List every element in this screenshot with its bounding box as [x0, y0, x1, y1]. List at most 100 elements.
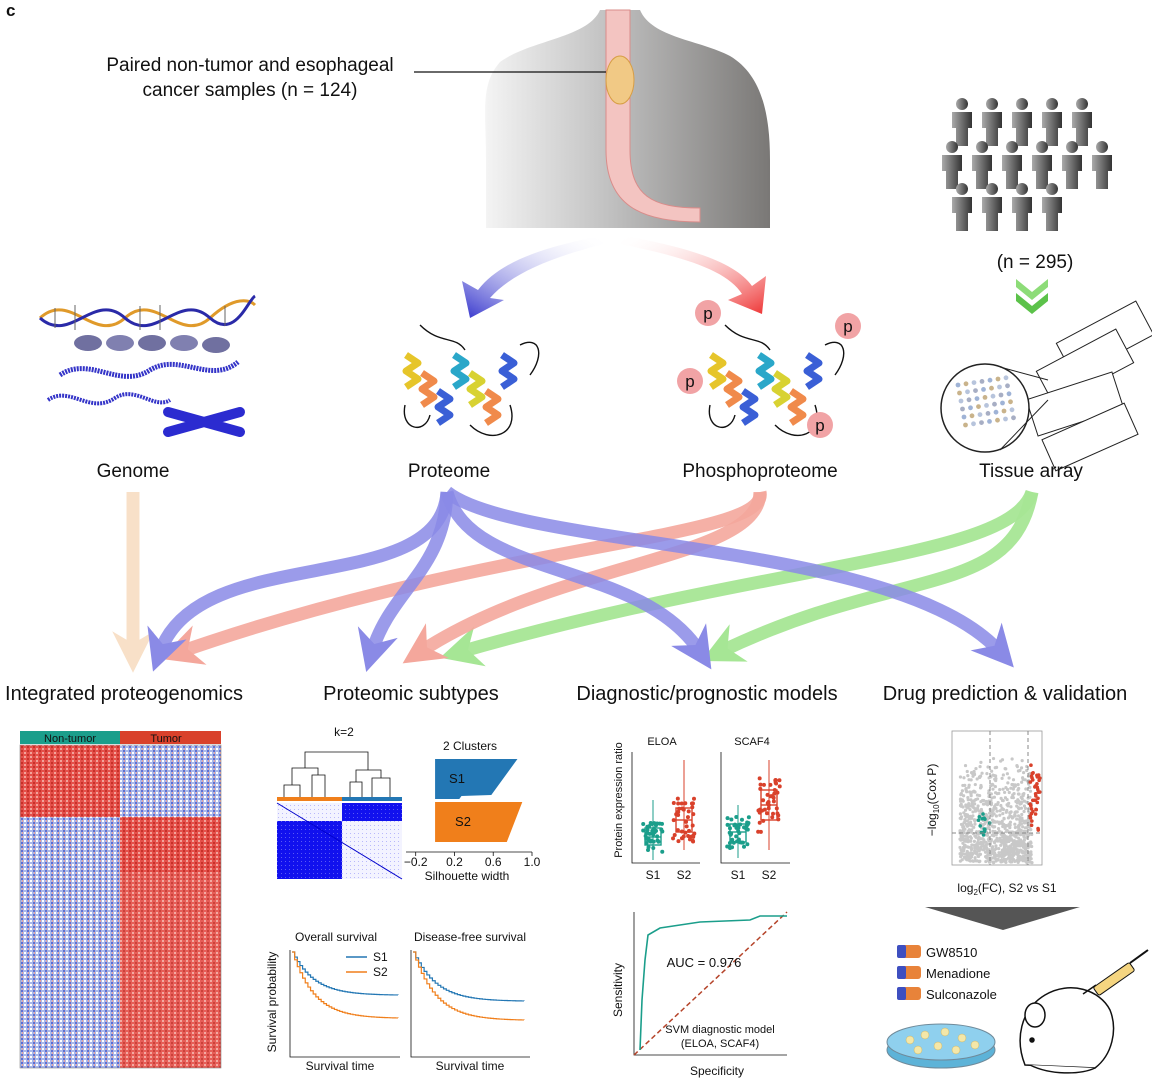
silhouette-ticks: −0.2 0.2 0.6 1.0	[404, 852, 541, 869]
svg-text:p: p	[685, 372, 694, 391]
roc-auc: AUC = 0.976	[667, 955, 742, 970]
title-drug-prediction: Drug prediction & validation	[883, 683, 1128, 705]
phospho-marker: p	[695, 300, 721, 326]
drug-2: Sulconazole	[926, 987, 997, 1002]
petri-dish-icon	[886, 1023, 996, 1069]
survival-ylabel: Survival probability	[265, 952, 279, 1053]
arrow-to-phosphoproteome	[620, 236, 766, 314]
heatmap-nontumor-label: Non-tumor	[44, 733, 96, 745]
arrow-proteome-to-subtypes	[357, 491, 454, 672]
funnel-shape	[925, 907, 1080, 930]
boxplot-x2-gene1: S2	[677, 868, 692, 882]
phospho-markers: p p p p	[677, 300, 861, 438]
title-diagnostic-prognostic-models: Diagnostic/prognostic models	[576, 683, 837, 705]
proteogenomic-heatmap: Non-tumor Tumor	[19, 731, 222, 1069]
person-icon	[1042, 183, 1062, 231]
person-icon	[1012, 98, 1032, 146]
drug-vial-icon	[897, 966, 921, 979]
svg-text:p: p	[703, 304, 712, 323]
boxplot-x2-gene2: S2	[762, 868, 777, 882]
heatmap-tumor-label: Tumor	[150, 733, 182, 745]
silhouette-tick-label: −0.2	[404, 855, 428, 869]
panel-label: c	[6, 1, 15, 20]
dna-chromatin-illustration	[38, 294, 257, 437]
protein-expression-boxplots: ELOA SCAF4 Protein expression ratio S1 S…	[613, 736, 790, 882]
k-label: k=2	[334, 725, 354, 739]
callout-line1: Paired non-tumor and esophageal	[106, 55, 393, 76]
tissue-microarray-cores	[955, 375, 1016, 428]
heatmap-tumor-bar	[120, 731, 221, 744]
roc-model-line1: SVM diagnostic model	[665, 1024, 774, 1036]
drug-vial-icon	[897, 945, 921, 958]
svg-text:p: p	[815, 416, 824, 435]
label-tissue-array: Tissue array	[979, 461, 1083, 482]
drug-0: GW8510	[926, 945, 977, 960]
consensus-clustering-matrix: k=2	[276, 725, 403, 880]
survival-xlabel-os: Survival time	[306, 1059, 375, 1073]
tissue-array-slides-illustration	[940, 300, 1152, 472]
heatmap-nontumor-bar	[20, 731, 120, 744]
title-proteomic-subtypes: Proteomic subtypes	[323, 683, 499, 705]
person-icon	[1062, 141, 1082, 189]
tumor-mass	[605, 55, 635, 105]
boxplot-x1-gene2: S1	[731, 868, 746, 882]
cohort-people-icons	[942, 98, 1112, 231]
roc-curve: AUC = 0.976 SVM diagnostic model (ELOA, …	[611, 911, 788, 1078]
protein-structure-illustration	[402, 324, 540, 436]
volcano-plot: −log10(Cox P) log2(FC), S2 vs S1	[925, 730, 1057, 897]
torso-illustration	[485, 9, 770, 228]
dendrogram	[283, 751, 391, 797]
cohort-label: (n = 295)	[997, 252, 1074, 273]
silhouette-tick-label: 1.0	[524, 855, 541, 869]
silhouette-s2-label: S2	[455, 814, 471, 829]
label-phosphoproteome: Phosphoproteome	[682, 461, 837, 482]
label-proteome: Proteome	[408, 461, 490, 482]
survival-xlabel-dfs: Survival time	[436, 1059, 505, 1073]
person-icon	[1072, 98, 1092, 146]
title-integrated-proteogenomics: Integrated proteogenomics	[5, 683, 243, 705]
person-icon	[952, 183, 972, 231]
volcano-xlabel: log2(FC), S2 vs S1	[957, 881, 1056, 897]
roc-xlabel: Specificity	[690, 1064, 744, 1078]
silhouette-s1-label: S1	[449, 771, 465, 786]
phospho-marker: p	[677, 368, 703, 394]
arrow-proteome-to-drug	[442, 486, 1014, 668]
os-title: Overall survival	[295, 930, 377, 944]
person-icon	[982, 183, 1002, 231]
arrow-proteome-to-integrated	[147, 491, 454, 672]
boxplot-gene2: SCAF4	[734, 736, 769, 748]
silhouette-title: 2 Clusters	[443, 739, 497, 753]
silhouette-plot: 2 Clusters S1 S2 −0.2 0.2 0.6 1.0 Silhouett…	[404, 739, 541, 883]
arrow-tissue-to-subtypes	[440, 489, 1039, 667]
boxplot-x1-gene1: S1	[646, 868, 661, 882]
person-icon	[1042, 98, 1062, 146]
person-icon	[952, 98, 972, 146]
silhouette-xlabel: Silhouette width	[425, 869, 510, 883]
silhouette-s1	[413, 759, 518, 799]
roc-ylabel: Sensitivity	[611, 963, 625, 1017]
roc-model-line2: (ELOA, SCAF4)	[681, 1038, 759, 1050]
silhouette-s2	[435, 802, 523, 842]
phospho-marker: p	[835, 313, 861, 339]
boxplot-ylabel: Protein expression ratio	[613, 742, 625, 858]
silhouette-tick-label: 0.2	[446, 855, 463, 869]
callout-line2: cancer samples (n = 124)	[143, 80, 358, 101]
svg-text:p: p	[843, 317, 852, 336]
person-icon	[1092, 141, 1112, 189]
drug-1: Menadione	[926, 966, 990, 981]
arrow-phospho-to-subtypes	[402, 491, 767, 664]
syringe-icon	[1082, 949, 1149, 996]
volcano-ylabel: −log10(Cox P)	[925, 764, 941, 837]
phospho-marker: p	[807, 412, 833, 438]
arrow-tissue-to-models	[701, 490, 1039, 662]
mouse-icon	[1019, 987, 1115, 1074]
silhouette-tick-label: 0.6	[485, 855, 502, 869]
person-icon	[942, 141, 962, 189]
green-chevron-icon	[1016, 279, 1048, 314]
person-icon	[1012, 183, 1032, 231]
arrow-proteome-to-models	[440, 490, 712, 670]
person-icon	[1032, 141, 1052, 189]
survival-legend-s2: S2	[373, 965, 388, 979]
drug-list: GW8510 Menadione Sulconazole	[897, 945, 997, 1002]
